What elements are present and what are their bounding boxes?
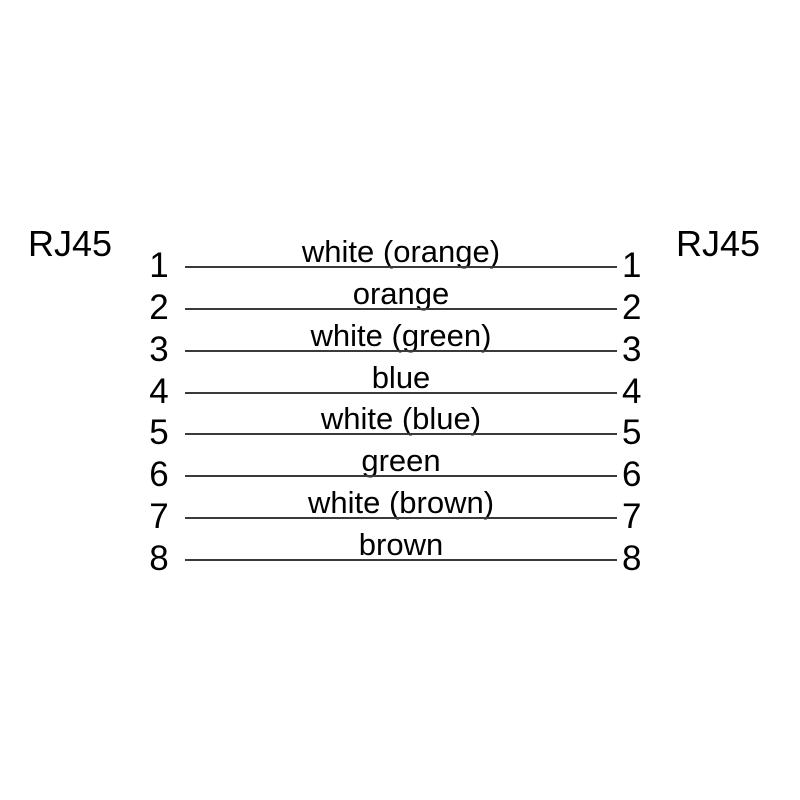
- pin-number-left: 7: [149, 497, 169, 536]
- wire-line: [185, 392, 617, 394]
- pin-number-right: 4: [622, 372, 642, 411]
- wire-line: [185, 266, 617, 268]
- wire-line: [185, 475, 617, 477]
- wire-line: [185, 350, 617, 352]
- wire-line: [185, 433, 617, 435]
- wire-color-label: green: [361, 443, 441, 478]
- pin-number-left: 8: [149, 539, 169, 578]
- wire-line: [185, 517, 617, 519]
- wire-color-label: white (blue): [320, 401, 482, 436]
- pin-number-right: 7: [622, 497, 642, 536]
- right-connector-label: RJ45: [676, 223, 761, 264]
- pin-number-left: 4: [149, 372, 169, 411]
- pin-number-left: 2: [149, 288, 169, 327]
- wire-color-label: brown: [358, 527, 444, 562]
- pin-number-left: 3: [149, 330, 169, 369]
- wire-line: [185, 308, 617, 310]
- pin-number-left: 6: [149, 455, 169, 494]
- pin-number-left: 5: [149, 413, 169, 452]
- left-connector-label: RJ45: [28, 223, 113, 264]
- wire-color-label: white (green): [310, 318, 492, 353]
- pin-number-right: 5: [622, 413, 642, 452]
- wire-line: [185, 559, 617, 561]
- pin-number-right: 3: [622, 330, 642, 369]
- wire-color-label: white (brown): [307, 485, 495, 520]
- pin-number-left: 1: [149, 246, 169, 285]
- pin-number-right: 2: [622, 288, 642, 327]
- wire-color-label: blue: [371, 360, 431, 395]
- pin-number-right: 8: [622, 539, 642, 578]
- pin-number-right: 6: [622, 455, 642, 494]
- wire-color-label: orange: [352, 276, 450, 311]
- wire-color-label: white (orange): [301, 234, 501, 269]
- pin-number-right: 1: [622, 246, 642, 285]
